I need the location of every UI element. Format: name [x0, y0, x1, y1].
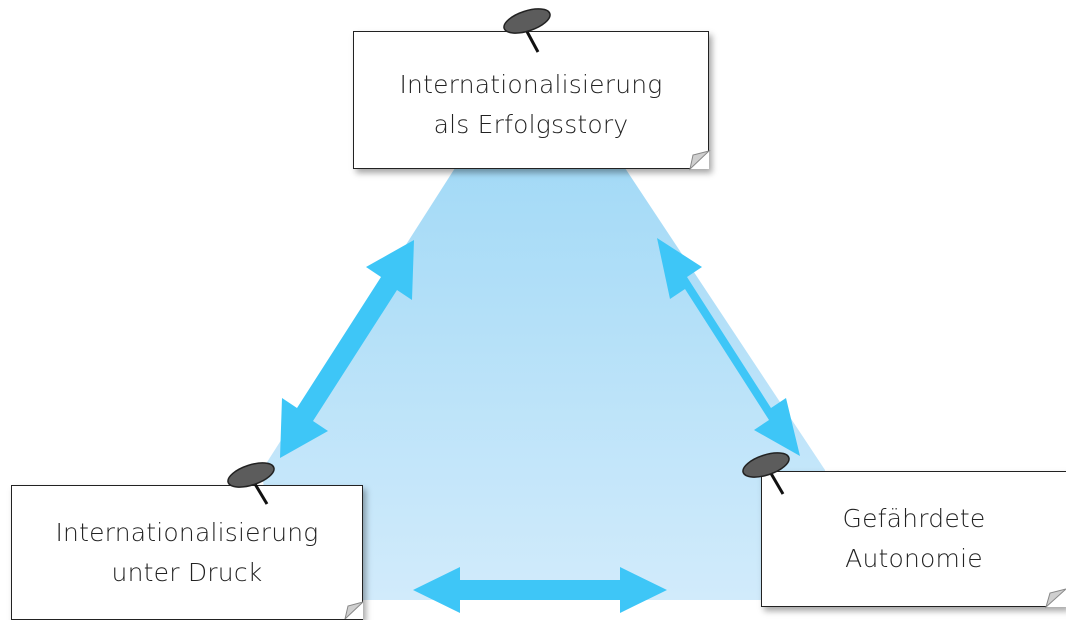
note-text-top: Internationalisierung als Erfolgsstory: [399, 70, 663, 139]
arrow-top-right: [657, 238, 800, 456]
note-text-right: Gefährdete Autonomie: [842, 504, 986, 573]
arrow-left-top: [280, 240, 414, 458]
note-internationalisierung-erfolgsstory: Internationalisierung als Erfolgsstory: [353, 31, 709, 169]
page-curl-icon: [689, 150, 711, 171]
pushpin-icon: [742, 452, 790, 495]
page-curl-icon: [344, 601, 364, 619]
pushpin-icon: [227, 462, 275, 505]
note-internationalisierung-unter-druck: Internationalisierung unter Druck: [11, 485, 363, 620]
pushpin-icon: [503, 8, 551, 53]
page-curl-icon: [1045, 588, 1066, 609]
note-gefaehrdete-autonomie: Gefährdete Autonomie: [761, 471, 1066, 607]
note-text-left: Internationalisierung unter Druck: [55, 517, 319, 587]
arrow-left-right: [413, 567, 667, 613]
